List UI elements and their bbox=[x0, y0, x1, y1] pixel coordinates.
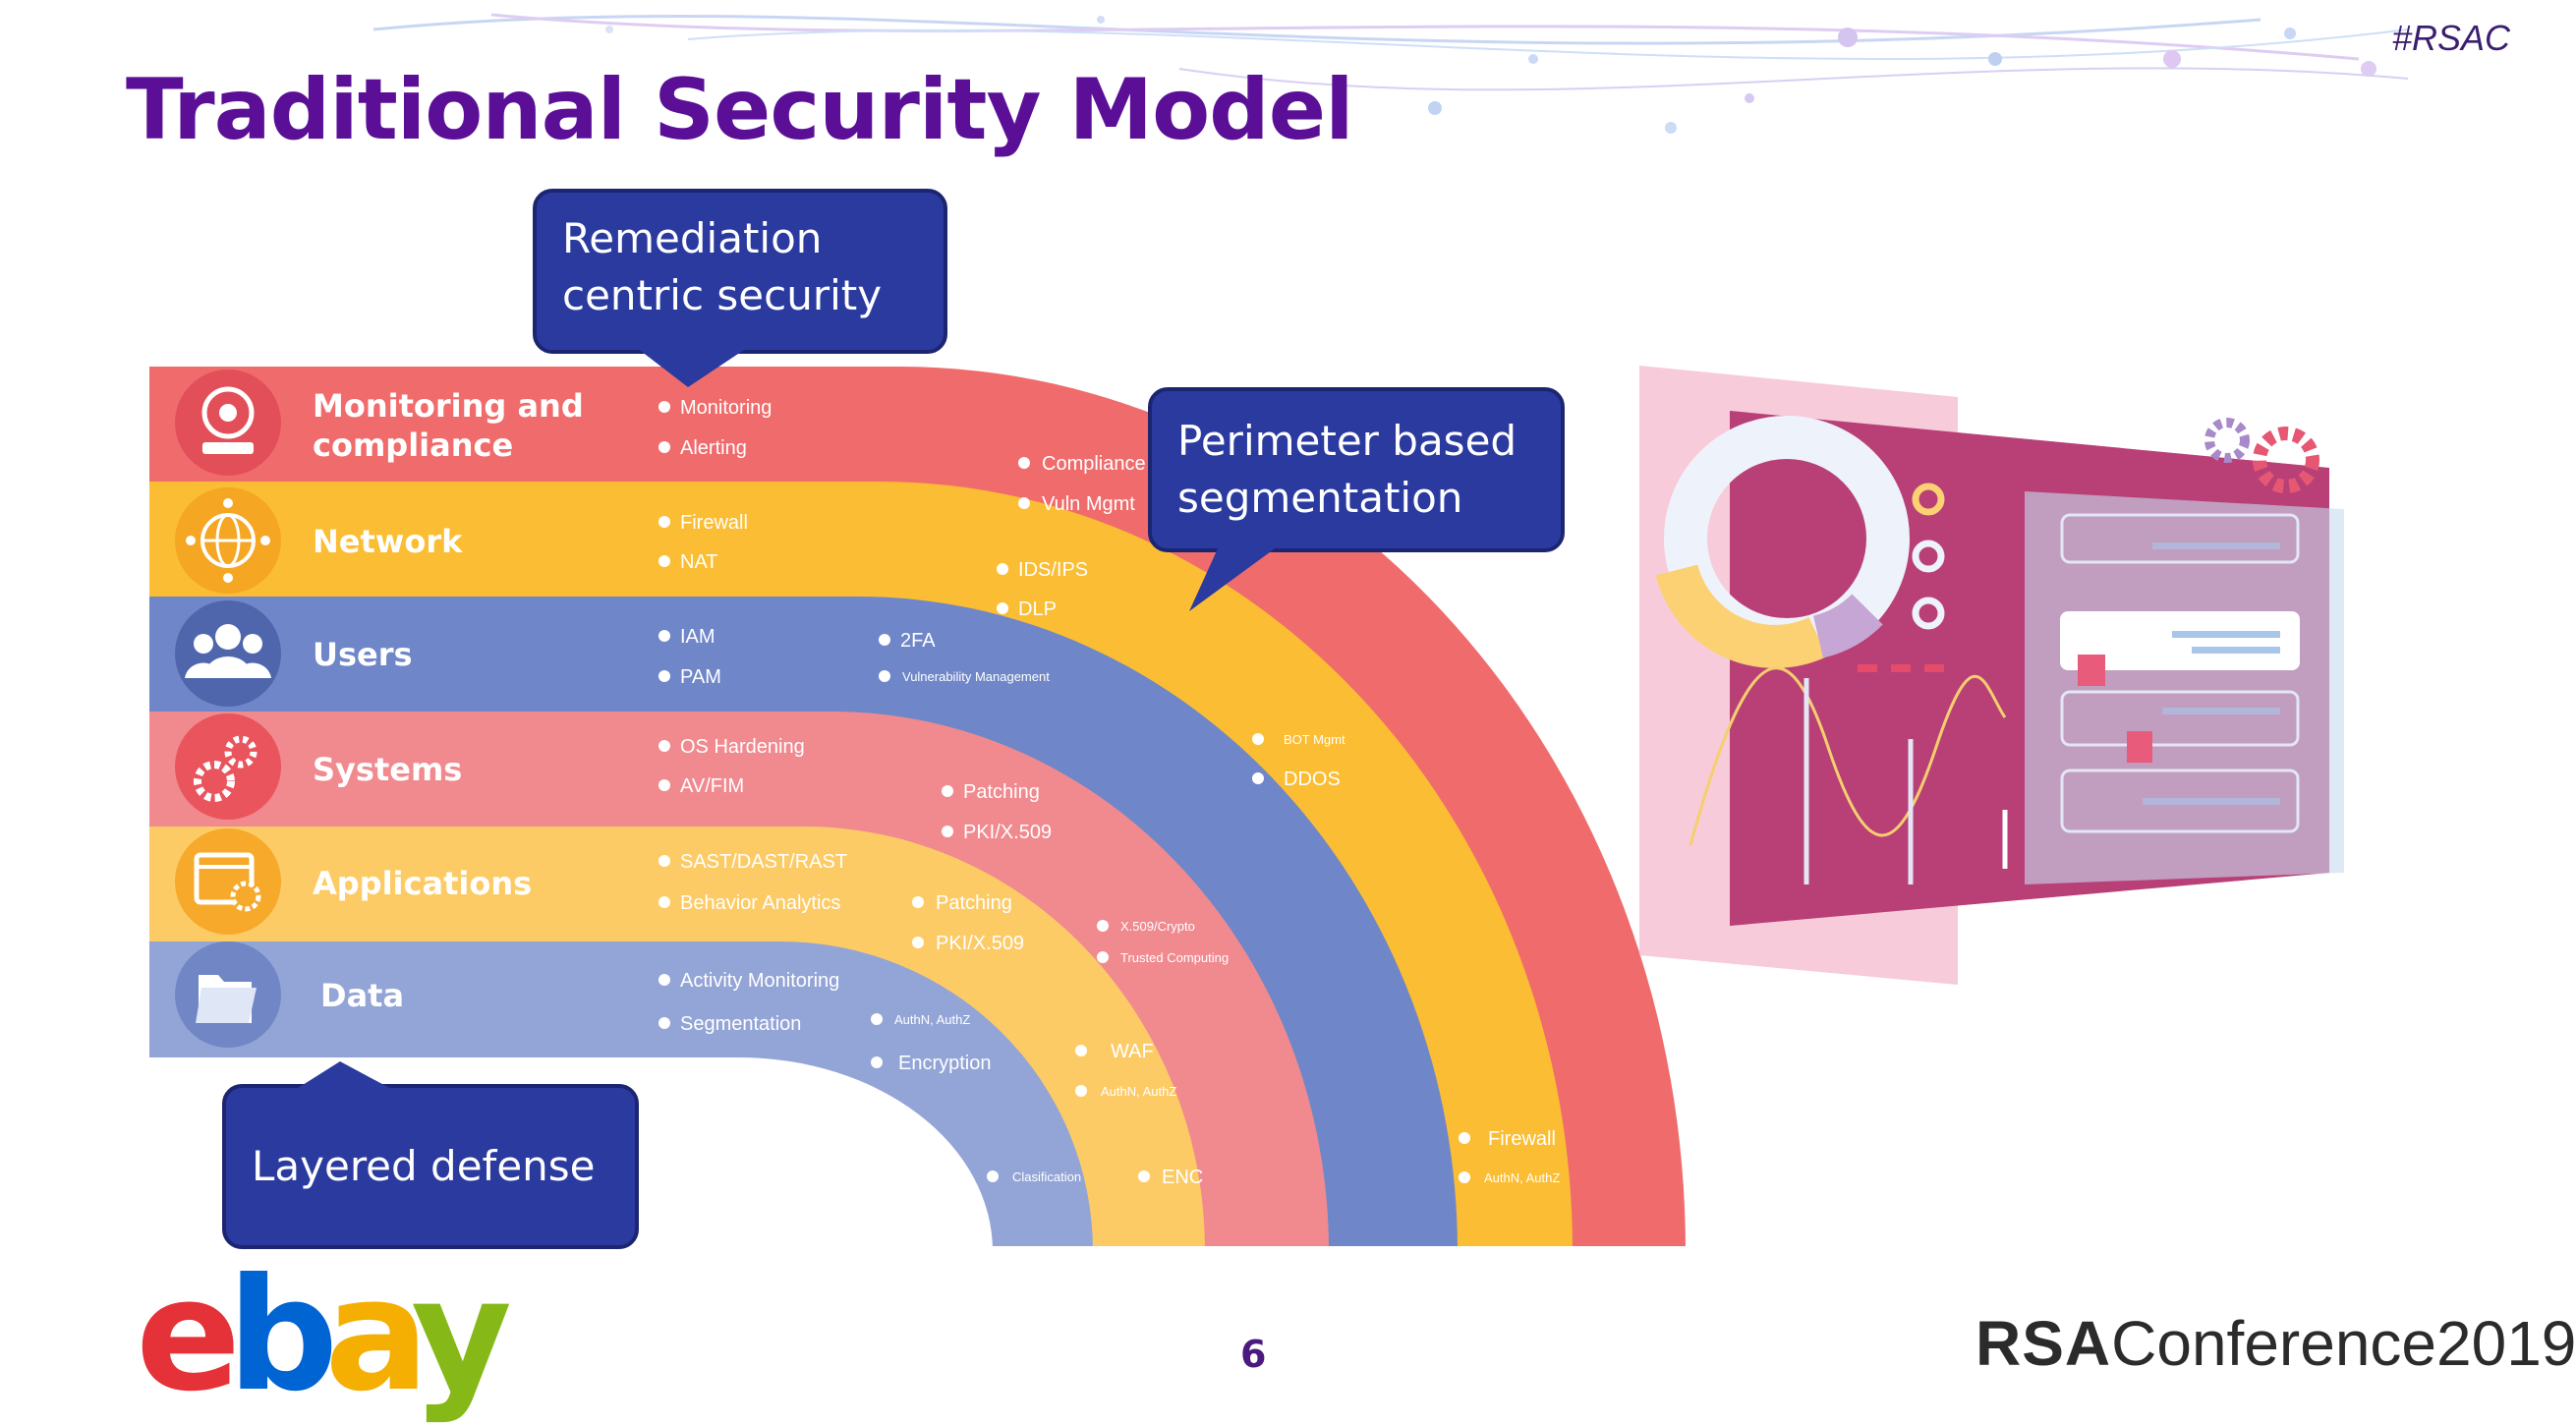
rsa-logo-strong: RSA bbox=[1975, 1308, 2112, 1379]
bullet-item: Trusted Computing bbox=[1120, 950, 1229, 965]
callout-remediation bbox=[533, 189, 947, 387]
layer-label-data: Data bbox=[320, 977, 404, 1014]
callout-layered bbox=[222, 1061, 639, 1249]
bullet-item: AV/FIM bbox=[680, 775, 744, 797]
callout-perimeter-line-2: segmentation bbox=[1177, 474, 1463, 522]
bullet-item: Vuln Mgmt bbox=[1042, 493, 1135, 515]
bullet-item: Patching bbox=[963, 781, 1040, 803]
layer-label-users: Users bbox=[313, 636, 413, 673]
bullet-item: OS Hardening bbox=[680, 736, 805, 758]
callout-perimeter-line-1: Perimeter based bbox=[1177, 417, 1517, 465]
callout-remediation-line-1: Remediation bbox=[562, 214, 823, 262]
bullet-item: NAT bbox=[680, 551, 718, 573]
ebay-logo: ebay bbox=[136, 1258, 512, 1413]
dashboard-illustration bbox=[1639, 366, 2344, 985]
ebay-logo-a: a bbox=[324, 1245, 425, 1426]
layer-label-systems: Systems bbox=[313, 751, 462, 788]
gears-icon bbox=[175, 713, 281, 820]
callout-perimeter-text: Perimeter based segmentation bbox=[1177, 413, 1517, 527]
slide-title: Traditional Security Model bbox=[126, 61, 1354, 159]
bullet-item: DDOS bbox=[1284, 769, 1341, 790]
decorative-network-pattern bbox=[372, 13, 2409, 134]
bullet-item: Patching bbox=[936, 892, 1012, 914]
bullet-item: Firewall bbox=[1488, 1128, 1556, 1150]
rsac-hashtag: #RSAC bbox=[2391, 18, 2510, 58]
layer-label-monitoring-1: Monitoring and bbox=[313, 387, 584, 425]
arc-bottom-cleanup bbox=[138, 1246, 1710, 1305]
bullet-item: IAM bbox=[680, 626, 716, 648]
bullets-group: Monitoring Alerting Compliance Vuln Mgmt… bbox=[658, 397, 1560, 1188]
bullet-item: DLP bbox=[1018, 599, 1057, 620]
bullet-item: AuthN, AuthZ bbox=[1101, 1084, 1176, 1099]
bullet-item: PKI/X.509 bbox=[936, 933, 1024, 954]
bullet-item: AuthN, AuthZ bbox=[894, 1012, 970, 1027]
bullet-item: Segmentation bbox=[680, 1013, 801, 1035]
ebay-logo-e: e bbox=[136, 1245, 241, 1426]
bullet-item: Monitoring bbox=[680, 397, 772, 419]
webcam-icon bbox=[175, 370, 281, 476]
folder-icon bbox=[175, 941, 281, 1048]
bullet-item: Encryption bbox=[898, 1053, 992, 1074]
bullet-item: PAM bbox=[680, 666, 721, 688]
layer-label-network: Network bbox=[313, 523, 463, 560]
bullet-item: SAST/DAST/RAST bbox=[680, 851, 847, 873]
callout-remediation-line-2: centric security bbox=[562, 271, 883, 319]
rsa-conference-logo: RSAConference2019 bbox=[1975, 1307, 2576, 1380]
page-number: 6 bbox=[1240, 1333, 1267, 1376]
bullet-item: 2FA bbox=[900, 630, 936, 652]
bullet-item: AuthN, AuthZ bbox=[1484, 1170, 1560, 1185]
callout-layered-text: Layered defense bbox=[252, 1142, 596, 1190]
ebay-logo-b: b bbox=[227, 1245, 338, 1426]
callout-perimeter bbox=[1148, 387, 1565, 611]
bullet-item: BOT Mgmt bbox=[1284, 732, 1345, 747]
bullet-item: X.509/Crypto bbox=[1120, 919, 1195, 934]
layer-label-monitoring-2: compliance bbox=[313, 427, 513, 464]
bullet-item: WAF bbox=[1111, 1041, 1154, 1062]
callout-remediation-text: Remediation centric security bbox=[562, 210, 882, 324]
ebay-logo-y: y bbox=[411, 1245, 512, 1426]
slide-graphics: Monitoring and compliance Network Users … bbox=[138, 13, 2409, 1305]
app-settings-icon bbox=[175, 828, 281, 935]
bullet-item: Clasification bbox=[1012, 1169, 1081, 1184]
bullet-item: Activity Monitoring bbox=[680, 970, 839, 992]
layer-label-applications: Applications bbox=[313, 865, 532, 902]
users-group-icon bbox=[175, 600, 281, 707]
globe-network-icon bbox=[175, 487, 281, 594]
bullet-item: Compliance bbox=[1042, 453, 1146, 475]
bullet-item: Firewall bbox=[680, 512, 748, 534]
bullet-item: PKI/X.509 bbox=[963, 822, 1052, 843]
bullet-item: Behavior Analytics bbox=[680, 892, 840, 914]
bullet-item: Alerting bbox=[680, 437, 747, 459]
bullet-item: IDS/IPS bbox=[1018, 559, 1088, 581]
bullet-item: Vulnerability Management bbox=[902, 669, 1050, 684]
bullet-item: ENC bbox=[1162, 1167, 1203, 1188]
rsa-logo-rest: Conference2019 bbox=[2111, 1308, 2576, 1379]
